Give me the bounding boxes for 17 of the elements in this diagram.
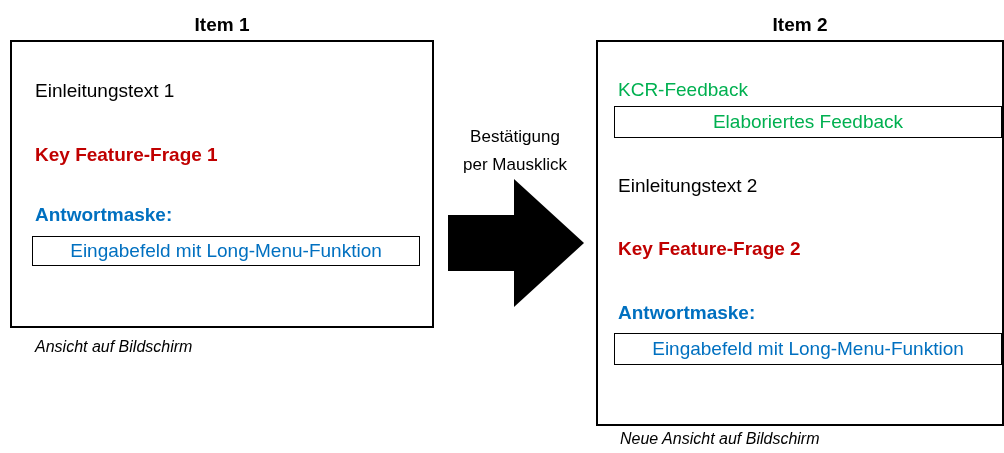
input-field: Eingabefeld mit Long-Menu-Funktion <box>32 236 420 266</box>
question-text: Key Feature-Frage 1 <box>35 144 218 166</box>
item-title: Item 2 <box>771 14 829 36</box>
feedback-heading: KCR-Feedback <box>618 79 748 101</box>
answer-mask-heading: Antwortmaske: <box>35 204 173 226</box>
screen-panel <box>596 40 1004 426</box>
intro-text: Einleitungstext 2 <box>618 175 758 197</box>
arrow <box>448 179 584 307</box>
item-title: Item 1 <box>193 14 251 36</box>
screen-caption: Neue Ansicht auf Bildschirm <box>620 430 820 448</box>
screen-panel <box>10 40 434 328</box>
intro-text: Einleitungstext 1 <box>35 80 175 102</box>
question-text: Key Feature-Frage 2 <box>618 238 801 260</box>
input-field: Eingabefeld mit Long-Menu-Funktion <box>614 333 1002 365</box>
screen-caption: Ansicht auf Bildschirm <box>35 338 193 356</box>
feedback-field: Elaboriertes Feedback <box>614 106 1002 138</box>
answer-mask-heading: Antwortmaske: <box>618 302 756 324</box>
